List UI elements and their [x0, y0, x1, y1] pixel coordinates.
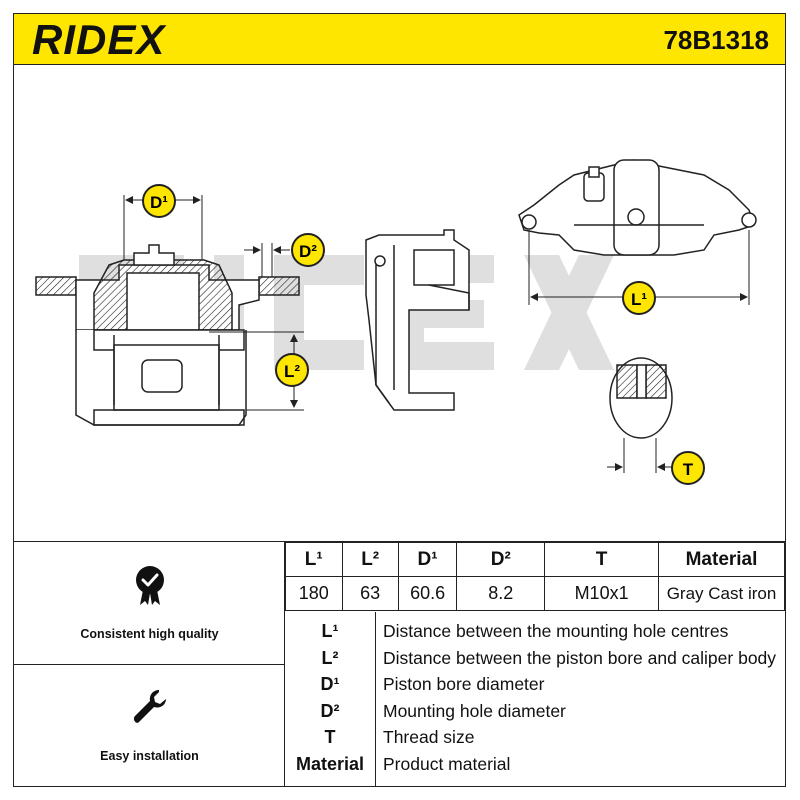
check-badge-icon: [136, 566, 164, 605]
spec-value-row: 180 63 60.6 8.2 M10x1 Gray Cast iron: [285, 576, 785, 611]
legend-item: L¹ Distance between the mounting hole ce…: [285, 621, 785, 647]
spec-header: D¹: [397, 542, 458, 577]
brand-logo: RIDEX: [32, 16, 166, 63]
spec-value: 60.6: [397, 576, 458, 611]
spec-header: D²: [456, 542, 546, 577]
caliper-drawing: D¹ D² L² L¹ T: [35, 159, 757, 485]
spec-table: L¹ L² D¹ D² T Material 180 63 60.6 8.2 M…: [285, 542, 785, 611]
legend-item: T Thread size: [285, 727, 785, 753]
svg-text:L²: L²: [284, 362, 300, 381]
caliper-top-view: [518, 159, 757, 305]
legend-desc: Mounting hole diameter: [383, 701, 566, 721]
legend-item: D¹ Piston bore diameter: [285, 674, 785, 700]
svg-text:T: T: [683, 460, 694, 479]
legend-desc: Thread size: [383, 727, 475, 747]
badge-l1: L¹: [622, 281, 656, 315]
badge-t: T: [671, 451, 705, 485]
legend-divider: [375, 612, 376, 787]
spec-header: Material: [658, 542, 785, 577]
feature-quality: Consistent high quality: [14, 542, 285, 665]
header-bar: RIDEX 78B1318: [13, 13, 786, 65]
svg-text:L¹: L¹: [631, 290, 647, 309]
feature-quality-label: Consistent high quality: [80, 627, 219, 641]
thread-detail: [607, 357, 674, 473]
specs-section: Consistent high quality Easy installatio…: [13, 541, 786, 787]
legend-key: D¹: [320, 674, 340, 694]
spec-header-row: L¹ L² D¹ D² T Material: [285, 542, 785, 577]
technical-drawing-area: D¹ D² L² L¹ T: [13, 65, 786, 541]
legend-key: Material: [295, 754, 365, 774]
spec-value: M10x1: [544, 576, 659, 611]
feature-installation: Easy installation: [14, 665, 285, 786]
features-panel: Consistent high quality Easy installatio…: [14, 542, 285, 786]
spec-value: 63: [341, 576, 399, 611]
legend-item: D² Mounting hole diameter: [285, 701, 785, 727]
spec-value: 8.2: [456, 576, 546, 611]
legend-item: L² Distance between the piston bore and …: [285, 648, 785, 674]
legend-desc: Product material: [383, 754, 511, 774]
badge-d1: D¹: [142, 184, 176, 218]
legend-desc: Distance between the mounting hole centr…: [383, 621, 729, 641]
legend-desc: Distance between the piston bore and cal…: [383, 648, 777, 668]
svg-text:D²: D²: [299, 242, 317, 261]
legend-desc: Piston bore diameter: [383, 674, 545, 694]
legend-key: L²: [321, 648, 339, 668]
caliper-side-view: [365, 229, 470, 411]
badge-l2: L²: [275, 353, 309, 387]
spec-value: Gray Cast iron: [658, 576, 785, 611]
spec-header: L¹: [285, 542, 343, 577]
spec-legend: L¹ Distance between the mounting hole ce…: [285, 612, 785, 787]
svg-text:D¹: D¹: [150, 193, 168, 212]
spec-header: T: [544, 542, 659, 577]
spec-value: 180: [285, 576, 343, 611]
legend-key: L¹: [321, 621, 339, 641]
feature-installation-label: Easy installation: [100, 749, 199, 763]
legend-key: T: [324, 727, 336, 747]
wrench-icon: [133, 690, 166, 723]
badge-d2: D²: [291, 233, 325, 267]
legend-item: Material Product material: [285, 754, 785, 780]
spec-header: L²: [341, 542, 399, 577]
part-number: 78B1318: [663, 25, 769, 55]
caliper-front-view: [35, 195, 304, 426]
legend-key: D²: [320, 701, 340, 721]
